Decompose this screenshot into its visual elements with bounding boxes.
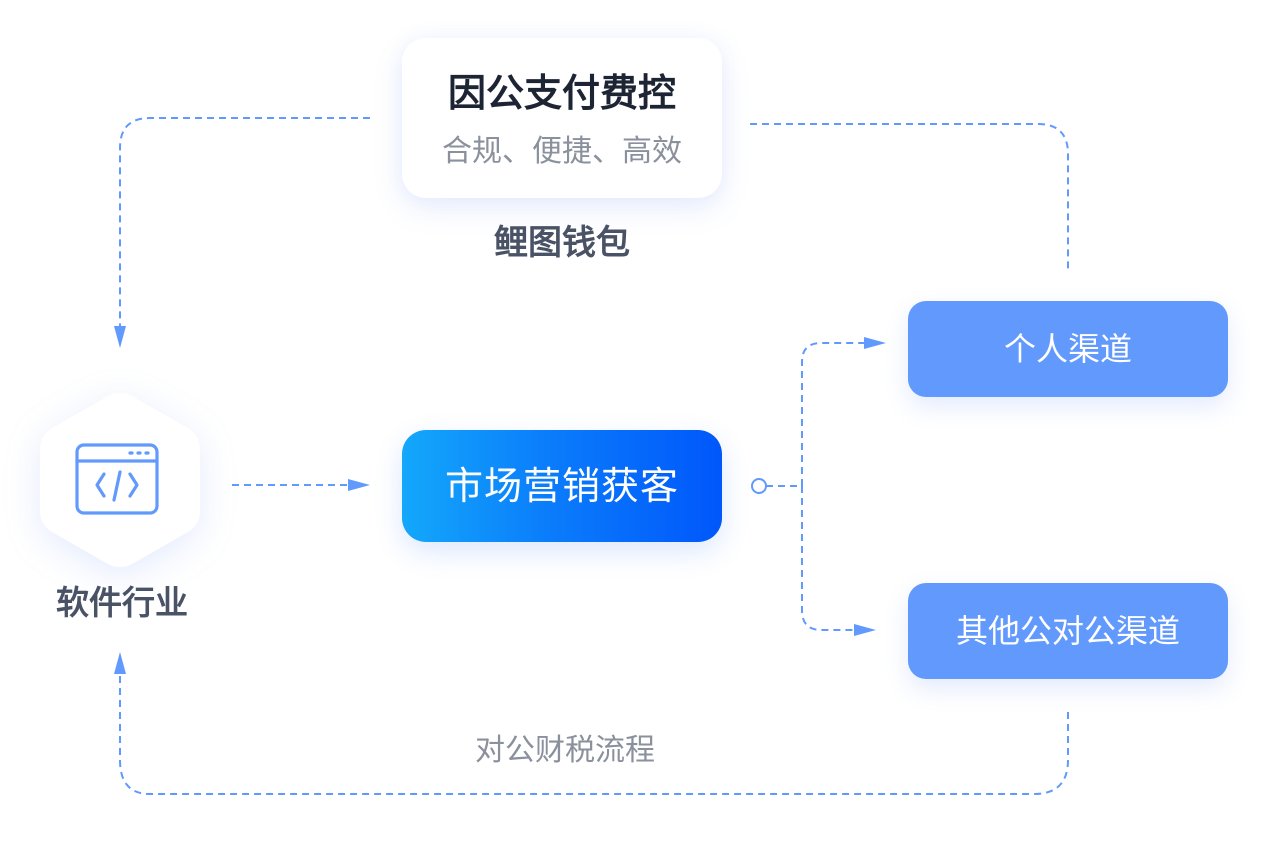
corporate-tax-flow-label: 对公财税流程: [475, 733, 655, 768]
arrow-right-personal: [864, 337, 886, 349]
connector-card-to-channel: [750, 123, 1069, 272]
arrow-right-center: [348, 479, 370, 491]
connector-branch-personal: [801, 342, 876, 486]
junction-circle: [751, 478, 767, 494]
hexagon-shape: [40, 393, 200, 567]
channel-other-corporate: 其他公对公渠道: [908, 583, 1228, 679]
connector-card-to-software: [119, 117, 370, 338]
software-industry-label: 软件行业: [56, 583, 188, 622]
fee-control-subtitle: 合规、便捷、高效: [442, 134, 682, 169]
fee-control-title: 因公支付费控: [447, 71, 676, 115]
channel-personal: 个人渠道: [908, 301, 1228, 397]
connector-branch-other: [801, 486, 866, 631]
fee-control-card: 因公支付费控 合规、便捷、高效: [402, 38, 722, 198]
arrow-down-software: [114, 326, 126, 348]
wallet-caption: 鲤图钱包: [494, 223, 630, 263]
marketing-acquisition-node: 市场营销获客: [402, 430, 722, 542]
code-window-icon: [75, 443, 159, 515]
arrow-right-other: [854, 624, 876, 636]
software-industry-node: [40, 392, 200, 568]
arrow-up-software: [114, 652, 126, 674]
connector-bottom-loop: [119, 672, 1069, 795]
